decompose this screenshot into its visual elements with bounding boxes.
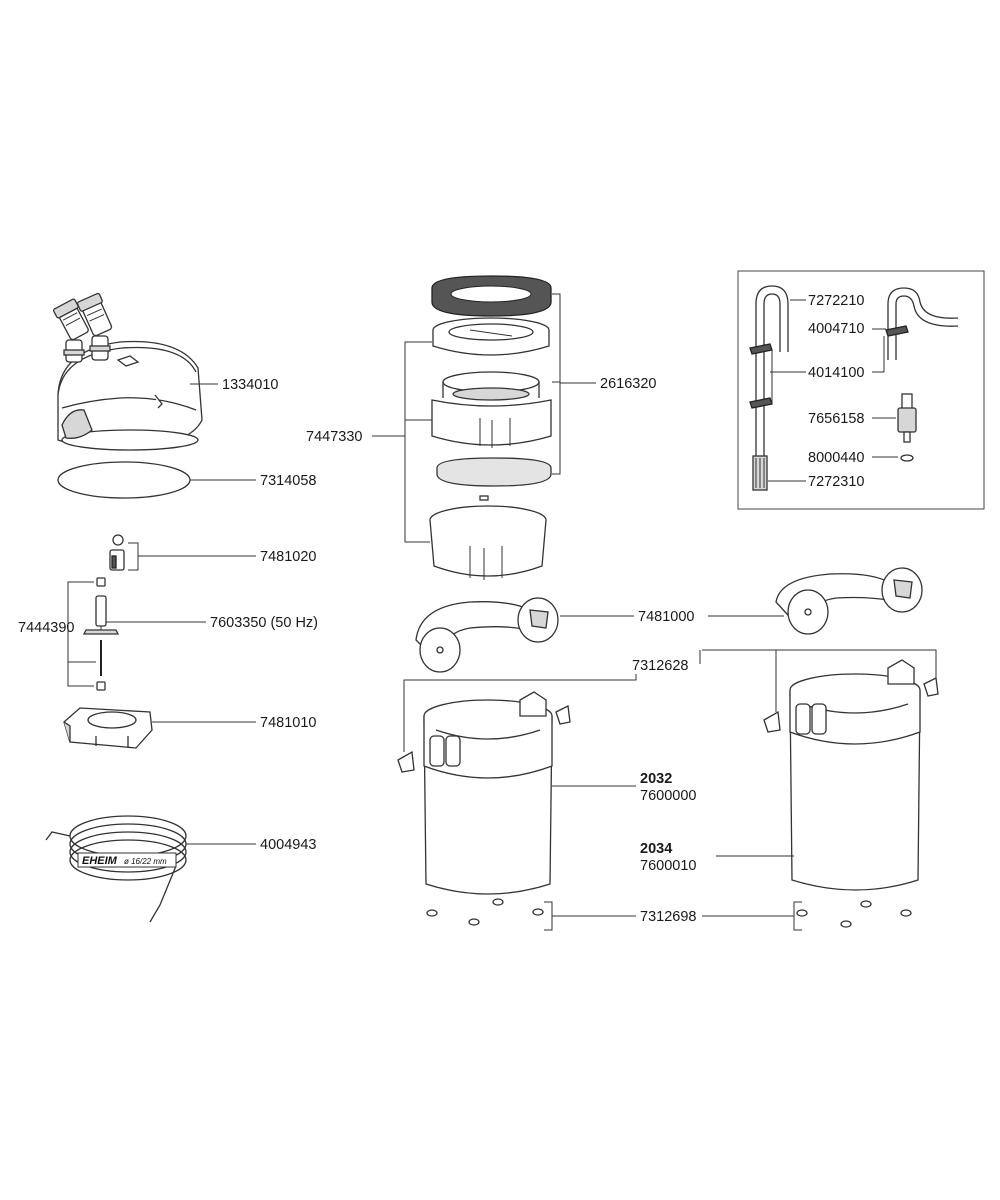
- part-number-7444390: 7444390: [18, 620, 74, 636]
- o-ring-part: [57, 461, 191, 499]
- impeller-part: [82, 577, 120, 691]
- part-number-7600000: 7600000: [640, 788, 696, 804]
- part-number-8000440: 8000440: [808, 450, 864, 466]
- filter-basket-part: [431, 371, 552, 448]
- handle-part-right: [775, 567, 923, 635]
- part-number-4004710: 4004710: [808, 321, 864, 337]
- part-number-7312628: 7312628: [632, 658, 688, 674]
- filter-container-part: [429, 495, 547, 580]
- part-number-7314058: 7314058: [260, 473, 316, 489]
- small-o-ring-part: [900, 454, 914, 462]
- part-number-7603350: 7603350 (50 Hz): [210, 615, 318, 631]
- part-number-7272210: 7272210: [808, 293, 864, 309]
- feet-left: [426, 898, 544, 926]
- canister-2032-part: [397, 691, 571, 895]
- handle-part-left: [415, 597, 559, 673]
- impeller-cap-part: [109, 534, 125, 571]
- part-number-4014100: 4014100: [808, 365, 864, 381]
- filter-pad-part: [436, 457, 552, 487]
- model-2034-label: 2034: [640, 841, 672, 857]
- accessory-box: [737, 270, 985, 510]
- pump-head-part: [53, 292, 203, 451]
- part-number-1334010: 1334010: [222, 377, 278, 393]
- intake-pipe-part: [749, 285, 789, 491]
- foam-ring-part: [431, 275, 552, 317]
- feet-right: [796, 900, 912, 928]
- part-number-2616320: 2616320: [600, 376, 656, 392]
- part-number-7312698: 7312698: [640, 909, 696, 925]
- part-number-7656158: 7656158: [808, 411, 864, 427]
- part-number-7447330: 7447330: [306, 429, 362, 445]
- hose-size-label: ø 16/22 mm: [124, 857, 167, 866]
- model-2032-label: 2032: [640, 771, 672, 787]
- hose-brand-label: EHEIM: [82, 855, 118, 867]
- motor-holder-part: [63, 707, 153, 749]
- hose-coil-part: EHEIM ø 16/22 mm: [45, 815, 187, 923]
- outlet-pipe-part: [885, 287, 959, 360]
- valve-part: [897, 393, 917, 443]
- canister-2034-part: [763, 659, 939, 891]
- part-number-4004943: 4004943: [260, 837, 316, 853]
- part-number-7481020: 7481020: [260, 549, 316, 565]
- part-number-7481000: 7481000: [638, 609, 694, 625]
- part-number-7272310: 7272310: [808, 474, 864, 490]
- part-number-7481010: 7481010: [260, 715, 316, 731]
- part-number-7600010: 7600010: [640, 858, 696, 874]
- filter-tray-top-part: [432, 317, 550, 356]
